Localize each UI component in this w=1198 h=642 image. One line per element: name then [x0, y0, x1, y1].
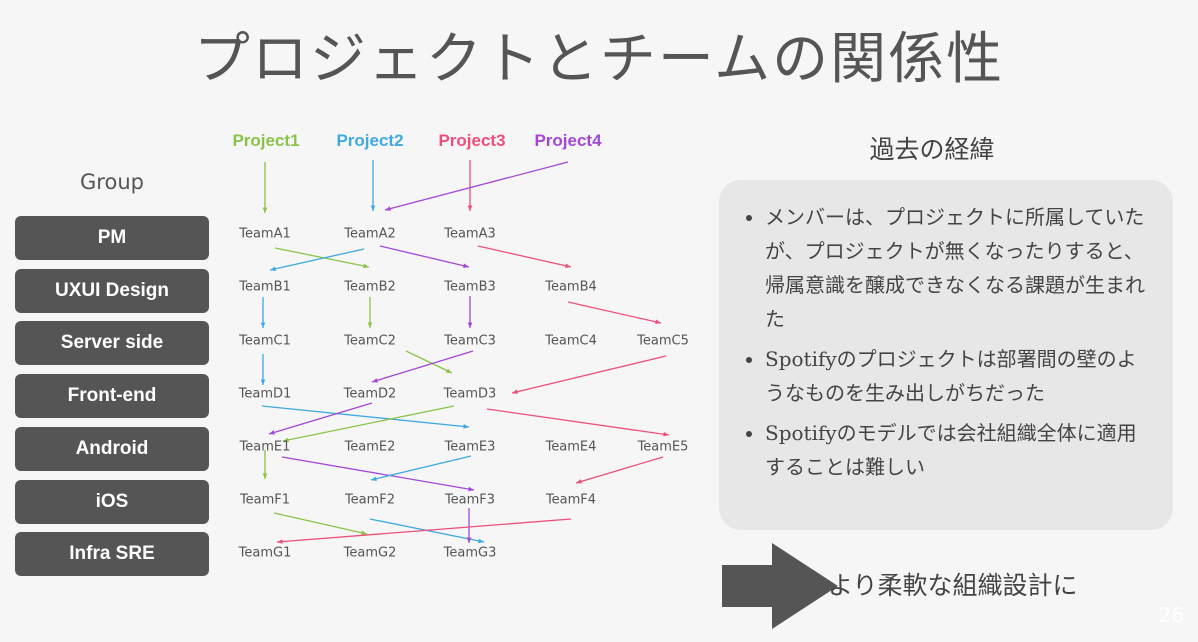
team-teamc1: TeamC1	[239, 333, 291, 349]
arrow-teama2-to-teamb1	[269, 248, 365, 272]
slide-title: プロジェクトとチームの関係性	[193, 27, 1005, 92]
team-teamb1: TeamB1	[239, 279, 291, 295]
arrow-teamd2-to-teame1	[268, 402, 373, 435]
history-title: 過去の経緯	[869, 135, 995, 164]
team-teamd1: TeamD1	[238, 386, 292, 402]
team-teamg1: TeamG1	[238, 545, 292, 561]
team-teamc3: TeamC3	[444, 333, 496, 349]
project2-label: Project2	[336, 131, 404, 150]
arrow-teamb3-to-teamc3	[467, 296, 473, 328]
arrow-teame5-to-teamf4	[575, 456, 664, 484]
history-bullet: Spotifyのモデルでは会社組織全体に適用することは難しい	[765, 416, 1147, 484]
team-teamc5: TeamC5	[637, 333, 689, 349]
group-item: iOS	[15, 479, 209, 524]
team-teama1: TeamA1	[239, 226, 291, 242]
arrow-teame1-to-teamf3	[281, 456, 475, 492]
team-teamg2: TeamG2	[343, 545, 397, 561]
team-teamb2: TeamB2	[344, 279, 396, 295]
team-teama2: TeamA2	[344, 226, 396, 242]
team-teama3: TeamA3	[444, 226, 496, 242]
team-teamf1: TeamF1	[239, 492, 291, 508]
arrow-teamc1-to-teamd1	[260, 354, 266, 385]
conclusion-text: より柔軟な組織設計に	[828, 571, 1078, 600]
project1-label: Project1	[232, 131, 300, 150]
team-teamb4: TeamB4	[545, 279, 597, 295]
project4-label: Project4	[534, 131, 602, 150]
team-teame1: TeamE1	[239, 439, 291, 455]
arrow-teamb2-to-teamc2	[367, 297, 373, 328]
team-teame2: TeamE2	[344, 439, 396, 455]
team-teamf2: TeamF2	[344, 492, 396, 508]
arrow-teamf3-to-teamg3	[466, 508, 472, 543]
history-bullet: Spotifyのプロジェクトは部署間の壁のようなものを生み出しがちだった	[765, 342, 1147, 410]
team-teamd2: TeamD2	[343, 386, 397, 402]
arrow-teama2-to-teamb3	[379, 245, 470, 269]
team-teamf4: TeamF4	[545, 492, 597, 508]
arrow-teamd1-to-teame3	[261, 405, 470, 429]
team-teamg3: TeamG3	[443, 545, 497, 561]
team-teamc2: TeamC2	[344, 333, 396, 349]
arrow-teamd3-to-teame1	[282, 405, 455, 443]
arrow-teame1-to-teamf1	[262, 450, 268, 479]
arrow-teamc3-to-teamd2	[371, 350, 474, 383]
arrow-teamb1-to-teamc1	[260, 297, 266, 328]
group-item: Server side	[15, 321, 209, 366]
arrow-teamb4-to-teamc5	[567, 301, 662, 325]
team-teamc4: TeamC4	[545, 333, 597, 349]
group-item: PM	[15, 216, 209, 260]
arrow-teamd3-to-teame5	[486, 408, 670, 437]
arrow-teama3-to-teamb4	[477, 245, 572, 269]
page-number: 26	[1158, 603, 1184, 627]
arrow-teame3-to-teamf2	[370, 455, 472, 481]
group-item: Infra SRE	[15, 532, 209, 577]
group-item: Front-end	[15, 374, 209, 419]
team-teamd3: TeamD3	[443, 386, 497, 402]
arrow-teamf2-to-teamg3	[369, 518, 485, 544]
arrow-teamc5-to-teamd3	[511, 355, 667, 394]
arrow-project3-to-teama3	[467, 160, 473, 211]
arrow-teama1-to-teamb2	[274, 247, 370, 269]
team-teamb3: TeamB3	[444, 279, 496, 295]
history-box: メンバーは、プロジェクトに所属していたが、プロジェクトが無くなったりすると、帰属…	[719, 180, 1173, 530]
group-item: Android	[15, 426, 209, 471]
team-teamf3: TeamF3	[444, 492, 496, 508]
team-teame5: TeamE5	[637, 439, 689, 455]
arrow-project2-to-teama2	[370, 160, 376, 211]
team-teame4: TeamE4	[545, 439, 597, 455]
group-label: Group	[80, 170, 144, 194]
arrow-project1-to-teama1	[262, 162, 268, 213]
arrow-teamf1-to-teamg2	[273, 512, 368, 536]
project3-label: Project3	[438, 131, 506, 150]
arrow-project4-to-teama2	[384, 161, 569, 211]
history-bullet: メンバーは、プロジェクトに所属していたが、プロジェクトが無くなったりすると、帰属…	[765, 200, 1147, 336]
arrow-teamf4-to-teamg1	[276, 518, 572, 544]
arrow-teamc2-to-teamd3	[405, 350, 453, 374]
team-teame3: TeamE3	[444, 439, 496, 455]
group-item: UXUI Design	[15, 268, 209, 313]
right-arrow-icon	[722, 543, 838, 629]
